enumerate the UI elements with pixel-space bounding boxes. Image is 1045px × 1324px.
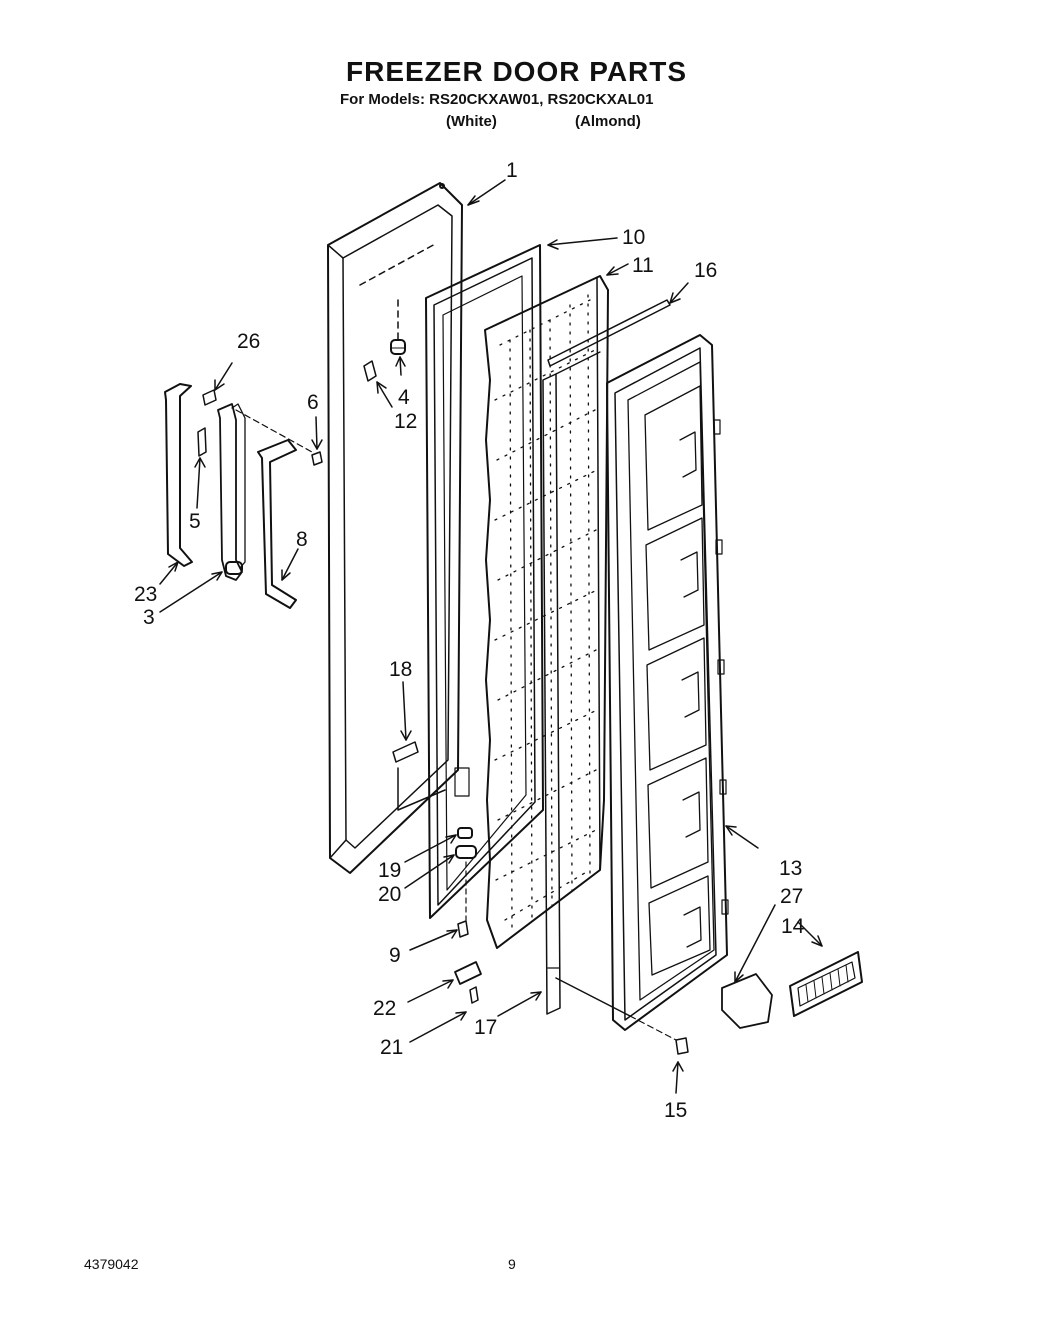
callout-numbers: 1 10 11 16 26 4 12 6 5 8 23 3 18 19 20 9… bbox=[134, 159, 805, 1122]
leader-lines bbox=[159, 179, 823, 1094]
callout-21: 21 bbox=[380, 1036, 403, 1059]
screw-part-15 bbox=[675, 1037, 689, 1055]
callout-8: 8 bbox=[296, 528, 308, 551]
callout-26: 26 bbox=[237, 330, 260, 353]
callout-18: 18 bbox=[389, 658, 412, 681]
plug-part bbox=[390, 339, 406, 355]
document-number: 4379042 bbox=[84, 1256, 139, 1272]
side-trim-strip bbox=[542, 351, 631, 1017]
callout-4: 4 bbox=[398, 386, 410, 409]
callout-17: 17 bbox=[474, 1016, 497, 1039]
hinge-bushing-parts bbox=[455, 827, 477, 921]
page-title: FREEZER DOOR PARTS bbox=[346, 56, 688, 87]
clip-part bbox=[363, 360, 377, 382]
hinge-plate bbox=[454, 961, 482, 985]
callout-12: 12 bbox=[394, 410, 417, 433]
callout-19: 19 bbox=[378, 859, 401, 882]
callout-15: 15 bbox=[664, 1099, 687, 1122]
top-trim-strip bbox=[547, 299, 671, 367]
callout-13: 13 bbox=[779, 857, 802, 880]
screw-part-9 bbox=[457, 920, 469, 938]
inner-door-liner bbox=[606, 334, 729, 1031]
callout-5: 5 bbox=[189, 510, 201, 533]
callout-23: 23 bbox=[134, 583, 157, 606]
outer-door-panel bbox=[327, 182, 463, 874]
callout-27: 27 bbox=[780, 885, 803, 908]
variant-white: (White) bbox=[446, 113, 497, 130]
callout-10: 10 bbox=[622, 226, 645, 249]
callout-14: 14 bbox=[781, 915, 805, 938]
screw-part-21 bbox=[469, 986, 479, 1004]
callout-20: 20 bbox=[378, 883, 401, 906]
callout-1: 1 bbox=[506, 159, 518, 182]
callout-16: 16 bbox=[694, 259, 717, 282]
callout-9: 9 bbox=[389, 944, 401, 967]
page-number: 9 bbox=[508, 1256, 516, 1272]
models-line: For Models: RS20CKXAW01, RS20CKXAL01 bbox=[340, 91, 654, 108]
variant-almond: (Almond) bbox=[575, 113, 641, 130]
bracket-part-27 bbox=[721, 973, 773, 1029]
grille-part bbox=[789, 951, 863, 1017]
callout-11: 11 bbox=[632, 254, 654, 277]
door-gasket bbox=[425, 244, 544, 919]
callout-6: 6 bbox=[307, 391, 319, 414]
callout-3: 3 bbox=[143, 606, 155, 629]
callout-22: 22 bbox=[373, 997, 396, 1020]
handle-assembly bbox=[164, 383, 323, 609]
